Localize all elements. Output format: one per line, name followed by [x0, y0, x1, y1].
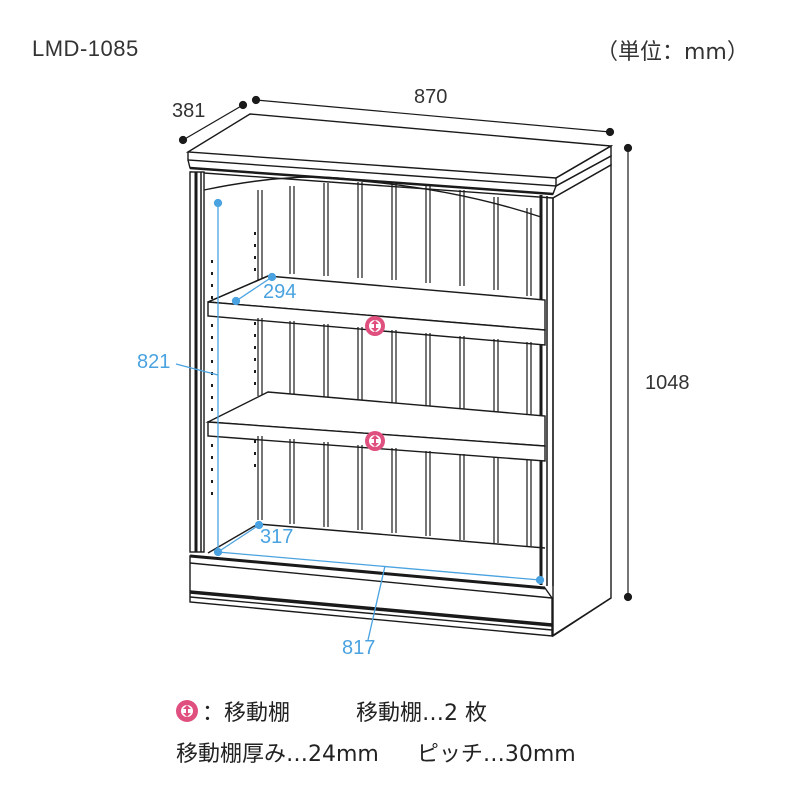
shelf-thickness: 移動棚厚み…24mm	[176, 742, 379, 767]
width-label: 870	[414, 86, 448, 108]
adjustable-shelf-marker-1	[365, 316, 385, 336]
unit-note: （単位：mm）	[596, 40, 749, 65]
bottom-depth-label: 317	[260, 526, 294, 548]
height-label: 1048	[645, 372, 690, 394]
inner-height-label: 821	[137, 351, 171, 373]
legend-row-2: 移動棚厚み…24mm ピッチ…30mm	[176, 736, 576, 768]
model-number: LMD-1085	[32, 36, 139, 61]
adjustable-shelf-icon	[176, 700, 198, 722]
legend-row-1: ：移動棚 移動棚…2 枚	[176, 695, 487, 727]
shelf-depth-label: 294	[263, 281, 297, 303]
adjustable-shelf-marker-2	[365, 431, 385, 451]
legend-icon-label: ：移動棚	[202, 701, 291, 726]
shelf-pitch: ピッチ…30mm	[416, 742, 576, 767]
depth-label: 381	[172, 100, 206, 122]
shelf-count: 移動棚…2 枚	[356, 701, 488, 726]
inner-width-label: 817	[342, 637, 376, 659]
